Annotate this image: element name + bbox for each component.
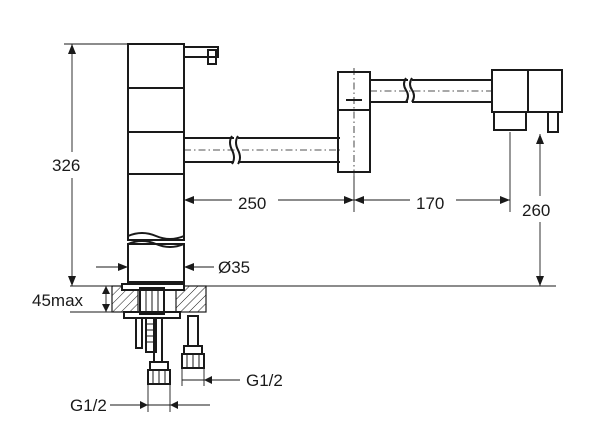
spout-arm-2 bbox=[370, 77, 492, 103]
dimension-reach-250: 250 bbox=[183, 174, 355, 213]
dimension-connection-right: G1/2 bbox=[181, 368, 283, 390]
dimension-label-170: 170 bbox=[416, 194, 444, 213]
dimension-label-diameter: Ø35 bbox=[218, 258, 250, 277]
dimension-label-260: 260 bbox=[522, 201, 550, 220]
dimension-label-g12-right: G1/2 bbox=[246, 371, 283, 390]
dimension-reach-170: 170 bbox=[354, 132, 511, 213]
swivel-joint bbox=[337, 68, 371, 176]
mounting-shank bbox=[135, 287, 165, 353]
dimension-label-g12-left: G1/2 bbox=[70, 396, 107, 415]
dimension-spout-height: 260 bbox=[518, 134, 564, 286]
dimension-deck-thickness: 45max bbox=[32, 286, 112, 313]
handle-lever bbox=[183, 46, 219, 65]
faucet-body bbox=[127, 43, 185, 283]
deck-section bbox=[70, 283, 556, 319]
dimension-diameter: Ø35 bbox=[96, 258, 250, 277]
spout-arm-1 bbox=[184, 135, 340, 165]
dimension-total-height: 326 bbox=[50, 43, 128, 286]
supply-hose-1 bbox=[147, 317, 171, 385]
dimension-label-45max: 45max bbox=[32, 291, 84, 310]
supply-hose-2 bbox=[181, 315, 205, 369]
dimension-label-250: 250 bbox=[238, 194, 266, 213]
spout-head bbox=[491, 69, 563, 133]
dimension-label-326: 326 bbox=[52, 156, 80, 175]
dimension-connection-left: G1/2 bbox=[70, 384, 210, 415]
